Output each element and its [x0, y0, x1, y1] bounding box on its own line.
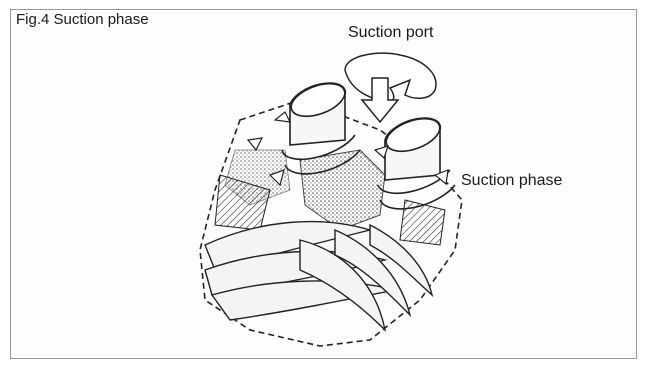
- suction-port-arrow: [345, 53, 436, 122]
- rotor-lobes: [205, 222, 432, 330]
- hatched-pocket-right: [400, 200, 445, 245]
- suction-region-dotted: [300, 150, 385, 230]
- female-rotor-shaft: [378, 112, 455, 209]
